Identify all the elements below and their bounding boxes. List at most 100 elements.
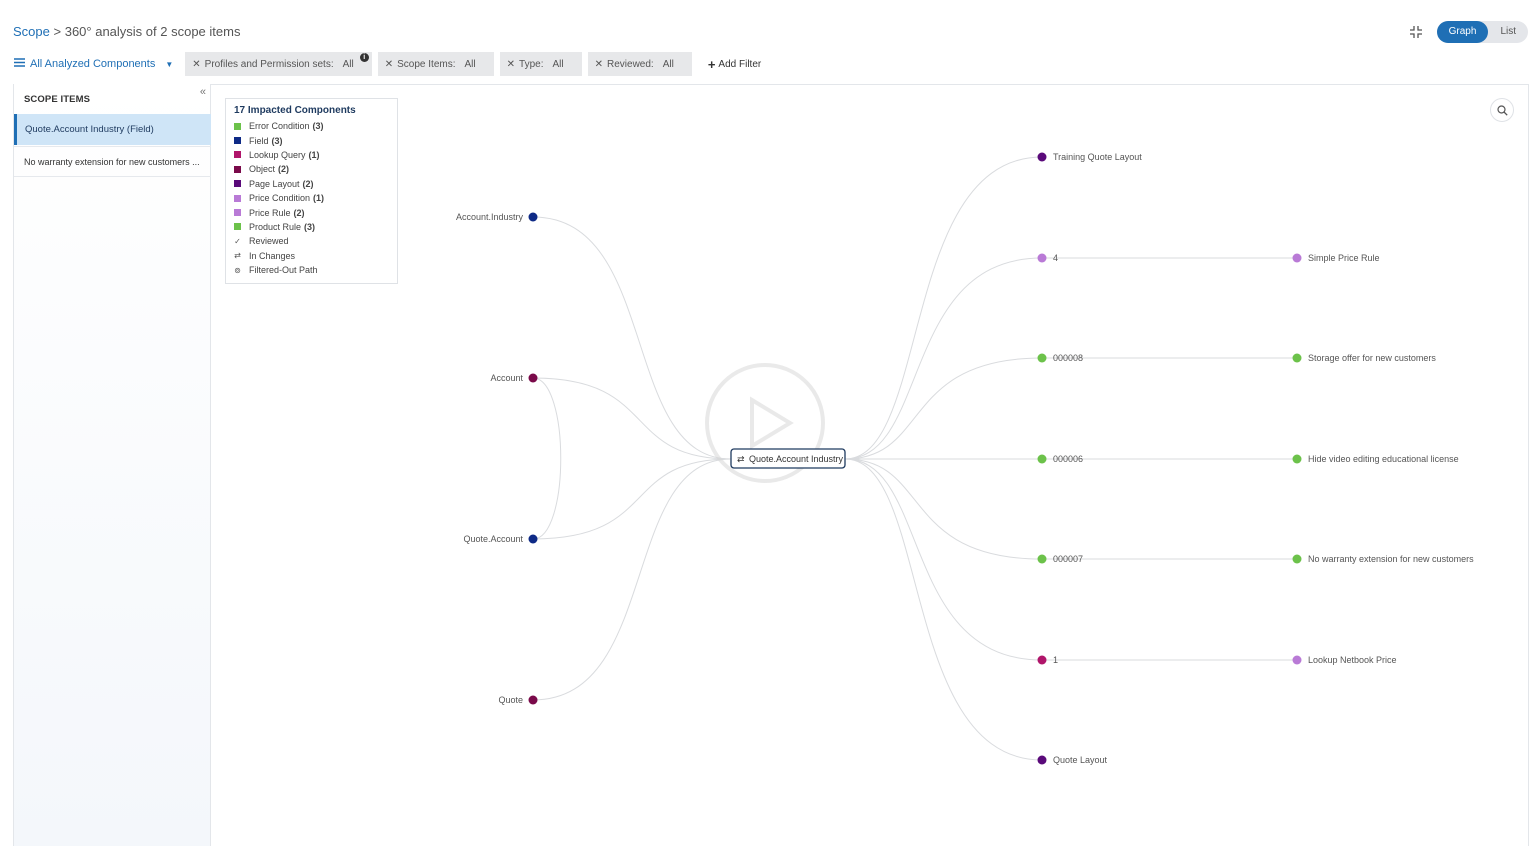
legend-item-label: Price Rule [249,207,291,218]
node-label: Training Quote Layout [1053,152,1142,162]
collapse-sidebar-icon[interactable]: « [199,86,206,98]
breadcrumb-scope-link[interactable]: Scope [13,24,50,39]
legend-item-label: Page Layout [249,178,300,189]
graph-view-button[interactable]: Graph [1436,21,1489,43]
graph-node-left[interactable]: Account.Industry [456,212,538,222]
center-node-label: Quote.Account Industry [749,454,844,464]
close-icon[interactable]: ✕ [384,58,394,70]
legend-item-count: (3) [304,221,316,232]
node-label: Storage offer for new customers [1308,353,1436,363]
legend-panel: 17 Impacted Components Error Condition(3… [225,98,398,284]
graph-node-mid[interactable]: 000007 [1037,554,1084,564]
node-dot [1292,253,1302,263]
node-label: No warranty extension for new customers [1308,554,1474,564]
legend-swatch [234,209,241,217]
edge-mid [844,156,1043,460]
node-label: 000007 [1053,554,1083,564]
filter-chip-profiles[interactable]: ✕ Profiles and Permission sets: All i [185,52,372,76]
legend-item-filtered-out-path[interactable]: ⊚Filtered-Out Path [234,263,389,277]
node-dot [1037,253,1047,263]
close-icon[interactable]: ✕ [594,58,603,70]
close-icon[interactable]: ✕ [192,58,201,70]
graph-node-mid[interactable]: Quote Layout [1037,755,1108,765]
edge-account-quote-account [532,377,562,540]
legend-item-label: Filtered-Out Path [249,265,318,276]
legend-item-page-layout[interactable]: Page Layout(2) [234,177,389,191]
menu-icon [14,58,25,70]
node-dot [528,695,538,705]
edge-left [532,458,732,701]
graph-node-right[interactable]: No warranty extension for new customers [1292,554,1475,564]
node-dot [1292,353,1302,363]
filter-chip-scope-items[interactable]: ✕ Scope Items: All [377,52,494,76]
graph-node-mid[interactable]: 000006 [1037,454,1084,464]
node-dot [1037,755,1047,765]
graph-node-right[interactable]: Lookup Netbook Price [1292,655,1397,665]
graph-node-mid[interactable]: 4 [1037,253,1059,263]
legend-item-product-rule[interactable]: Product Rule(3) [234,220,389,234]
legend-item-count: (1) [313,193,325,204]
graph-node-left[interactable]: Account [490,373,538,383]
legend-item-label: Object [249,164,276,175]
graph-list-toggle: Graph List [1436,21,1528,43]
legend-item-price-condition[interactable]: Price Condition(1) [234,191,389,205]
graph-node-mid[interactable]: 000008 [1037,353,1084,363]
list-view-button[interactable]: List [1500,26,1516,37]
graph-node-left[interactable]: Quote [498,695,538,705]
graph-canvas[interactable] [211,84,1529,846]
legend-item-count: (1) [308,149,320,160]
component-select[interactable]: All Analyzed Components ▼ [14,58,173,70]
graph-node-right[interactable]: Storage offer for new customers [1292,353,1437,363]
node-dot [1037,353,1047,363]
graph-node-right[interactable]: Simple Price Rule [1292,253,1380,263]
graph-edges [532,156,1297,761]
node-dot [1292,655,1302,665]
legend-item-label: Field [249,135,269,146]
close-icon[interactable]: ✕ [506,58,516,70]
caret-down-icon: ▼ [165,59,174,69]
check-icon: ✓ [234,236,241,246]
compress-icon[interactable] [1405,21,1427,43]
view-toggle: Graph List [1405,21,1528,43]
legend-swatch [234,137,241,145]
filter-chip-reviewed[interactable]: ✕ Reviewed: All [587,52,692,76]
filter-chip-type[interactable]: ✕ Type: All [499,52,582,76]
legend-item-object[interactable]: Object(2) [234,162,389,176]
legend-item-count: (3) [271,135,283,146]
filter-chip-label: Reviewed: [607,58,654,70]
node-label: Simple Price Rule [1308,253,1380,263]
graph-node-right[interactable]: Hide video editing educational license [1292,454,1459,464]
breadcrumb: Scope > 360° analysis of 2 scope items [13,24,240,39]
edge-mid [844,458,1043,761]
graph-search-button[interactable] [1490,98,1514,122]
legend-item-count: (2) [302,178,314,189]
edge-mid [844,458,1043,560]
legend-swatch [234,223,241,231]
legend-swatch [234,122,241,130]
scope-item[interactable]: No warranty extension for new customers … [14,146,211,177]
graph-node-mid[interactable]: Training Quote Layout [1037,152,1143,162]
node-dot [1292,554,1302,564]
legend-item-lookup-query[interactable]: Lookup Query(1) [234,148,389,162]
legend-item-label: Error Condition [249,121,310,132]
node-label: Hide video editing educational license [1308,454,1459,464]
legend-item-field[interactable]: Field(3) [234,133,389,147]
node-dot [1037,454,1047,464]
scope-item-selected[interactable]: Quote.Account Industry (Field) [14,114,211,145]
info-icon[interactable]: i [359,53,369,62]
legend-item-price-rule[interactable]: Price Rule(2) [234,205,389,219]
legend-item-reviewed[interactable]: ✓Reviewed [234,234,389,248]
graph-node-mid[interactable]: 1 [1037,655,1059,665]
graph-node-left[interactable]: Quote.Account [463,534,538,544]
legend-item-error-condition[interactable]: Error Condition(3) [234,119,389,133]
center-node[interactable]: ⇄ Quote.Account Industry [730,448,846,469]
legend-item-in-changes[interactable]: ⇄In Changes [234,249,389,263]
legend-item-count: (2) [293,207,305,218]
plus-icon: + [707,56,716,72]
sidebar-heading: SCOPE ITEMS [24,94,91,105]
add-filter-button[interactable]: + Add Filter [708,57,761,72]
node-dot [528,373,538,383]
node-label: Quote Layout [1053,755,1108,765]
edge-mid [844,357,1043,460]
node-label: 000008 [1053,353,1083,363]
